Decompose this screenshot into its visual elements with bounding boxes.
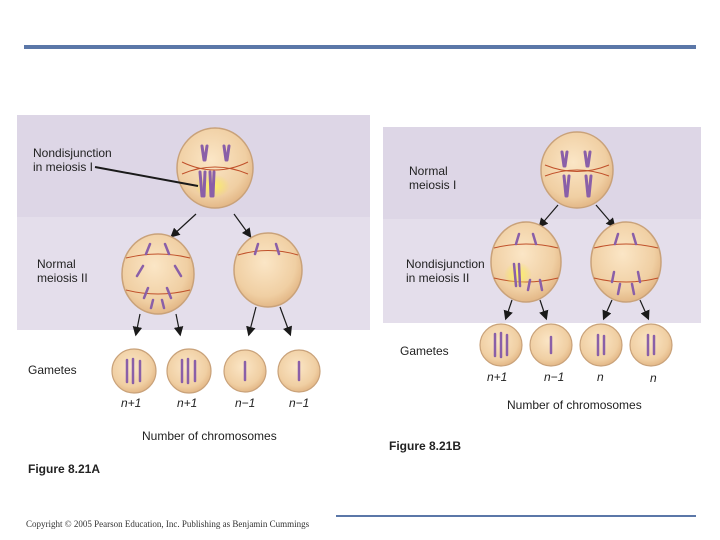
figure-a-gamete-2	[166, 348, 212, 394]
figure-b-nondisjunction-label: Nondisjunction in meiosis II	[406, 257, 485, 285]
copyright-text: Copyright © 2005 Pearson Education, Inc.…	[26, 519, 310, 529]
figure-a-nondisjunction-line2: in meiosis I	[33, 160, 94, 174]
figure-b-gamete-4	[629, 323, 673, 367]
figure-a-normal-label: Normal meiosis II	[37, 257, 88, 285]
figure-b-count-1: n+1	[487, 370, 508, 384]
figure-a-count-2: n+1	[177, 396, 198, 410]
figure-b-normal-label: Normal meiosis I	[409, 164, 456, 192]
figure-a-daughter-cell-right	[233, 232, 303, 308]
nondisjunction-pointer	[94, 166, 199, 187]
figure-b-gamete-3	[579, 323, 623, 367]
figure-b-normal-line2: meiosis I	[409, 178, 457, 192]
figure-b-daughter-cell-left	[490, 221, 562, 303]
figure-b-gametes-label: Gametes	[400, 344, 449, 358]
figure-a-number-label: Number of chromosomes	[142, 429, 277, 443]
figure-b-gamete-1	[479, 323, 523, 367]
figure-b-nondisjunction-line1: Nondisjunction	[406, 257, 485, 271]
figure-a-nondisjunction-line1: Nondisjunction	[33, 146, 112, 160]
figure-b-caption: Figure 8.21B	[389, 439, 462, 453]
figure-a-gamete-1	[111, 348, 157, 394]
figure-b-count-2: n−1	[544, 370, 565, 384]
figure-a-gametes-label: Gametes	[28, 363, 77, 377]
figure-b-daughter-cell-right	[590, 221, 662, 303]
figure-a-caption: Figure 8.21A	[28, 462, 101, 476]
figure-a-parent-cell	[176, 127, 254, 209]
figure-a-count-3: n−1	[235, 396, 256, 410]
figure-a-count-4: n−1	[289, 396, 310, 410]
figure-a-normal-line2: meiosis II	[37, 271, 88, 285]
figure-a-gamete-3	[223, 349, 267, 393]
figure-a-count-1: n+1	[121, 396, 142, 410]
figure-a-nondisjunction-label: Nondisjunction in meiosis I	[33, 146, 112, 174]
figure-a-daughter-cell-left	[121, 233, 195, 315]
figure-b-nondisjunction-line2: in meiosis II	[406, 271, 470, 285]
figure-b-count-3: n	[597, 370, 604, 384]
top-rule	[24, 45, 696, 49]
figure-a-gamete-4	[277, 349, 321, 393]
figure-b-gamete-2	[529, 323, 573, 367]
figure-b-parent-cell	[540, 131, 614, 209]
figure-b-count-4: n	[650, 371, 657, 385]
figure-b-normal-line1: Normal	[409, 164, 448, 178]
bottom-rule	[336, 515, 696, 517]
figure-b-number-label: Number of chromosomes	[507, 398, 642, 412]
figure-a-normal-line1: Normal	[37, 257, 76, 271]
